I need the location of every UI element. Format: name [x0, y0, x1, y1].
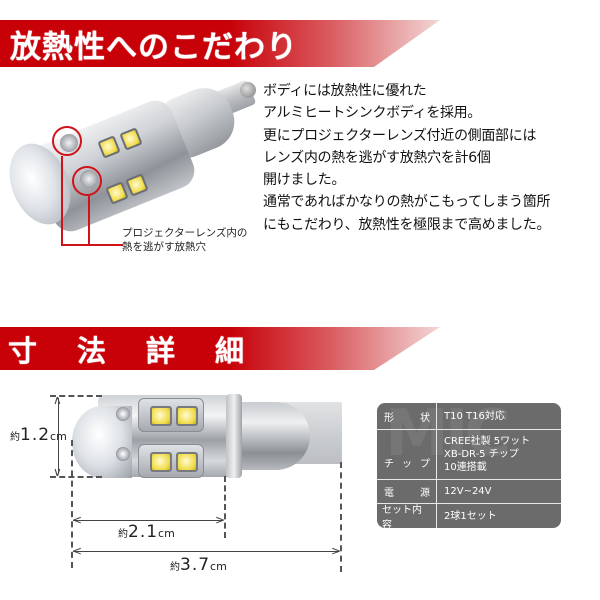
led-chip	[176, 406, 198, 426]
spec-row-chip: チ ッ プ CREE社製 5ワット XB-DR-5 チップ 10連搭載	[377, 430, 561, 480]
spec-key: 電 源	[377, 480, 437, 503]
arrow-left-icon: <	[72, 544, 83, 558]
dimension-guide	[224, 476, 226, 538]
spec-key-char: 電	[384, 488, 394, 499]
vent-hole-callout: プロジェクターレンズ内の 熱を逃がす放熱穴	[122, 226, 247, 254]
spec-key-char: チ	[384, 459, 394, 470]
description-line: ボディには放熱性に優れた	[263, 83, 427, 99]
spec-row-shape: 形 状 T10 T16対応	[377, 403, 561, 430]
description-line: にもこだわり、放熱性を極限まで高めました。	[263, 216, 551, 233]
spec-key-char: 形	[384, 412, 394, 424]
spec-key-char: ッ	[402, 459, 412, 470]
body-length-dimension-line	[73, 520, 223, 521]
spec-key-char: 状	[420, 412, 430, 424]
led-chip	[150, 406, 172, 426]
spec-value-line: 12V~24V	[444, 486, 492, 497]
spec-row-power: 電 源 12V~24V	[377, 480, 561, 504]
dimension-value: 2.1	[128, 522, 159, 542]
dimension-value: 3.7	[180, 555, 211, 575]
spec-key-char: セット内容	[382, 505, 422, 528]
dimension-unit: cm	[158, 527, 175, 540]
arrow-right-icon: >	[331, 544, 342, 558]
led-chip	[176, 452, 198, 472]
arrow-right-icon: >	[215, 513, 226, 527]
spec-key-char: 源	[420, 488, 430, 499]
heat-vent-hole	[116, 407, 130, 421]
approx-prefix: 約	[170, 562, 180, 573]
arrow-down-icon: ∨	[53, 465, 62, 479]
led-bulb-photo-angled	[0, 72, 258, 247]
section-header-dimensions: 寸法詳細	[0, 327, 440, 370]
arrow-up-icon: ∧	[53, 393, 62, 407]
bulb-collar	[226, 394, 242, 478]
spec-key: セット内容	[377, 504, 437, 528]
callout-line-2: 熱を逃がす放熱穴	[122, 241, 206, 253]
section-title: 寸法詳細	[8, 333, 285, 368]
approx-prefix: 約	[118, 529, 128, 540]
dimension-guide	[340, 462, 342, 572]
spec-value-line: T10 T16対応	[444, 410, 505, 422]
callout-line	[88, 196, 90, 246]
dimension-value: 1.2	[20, 425, 51, 445]
spec-row-set-contents: セット内容 2球1セット	[377, 504, 561, 528]
total-length-dimension-line	[73, 551, 339, 552]
description-line: 開けました。	[263, 172, 346, 189]
spec-key: チ ッ プ	[377, 430, 437, 479]
watermark: MIC	[385, 403, 511, 471]
spec-value-line: 10連搭載	[444, 462, 487, 473]
spec-value: CREE社製 5ワット XB-DR-5 チップ 10連搭載	[437, 430, 561, 479]
highlight-circle	[52, 126, 82, 156]
callout-line-1: プロジェクターレンズ内の	[122, 227, 248, 239]
heat-description: ボディには放熱性に優れた アルミヒートシンクボディを採用。 更にプロジェクターレ…	[263, 80, 550, 236]
approx-prefix: 約	[10, 432, 20, 443]
section-title: 放熱性へのこだわり	[10, 29, 298, 65]
callout-line	[61, 156, 63, 246]
spec-value-line: XB-DR-5 チップ	[444, 449, 519, 460]
height-dimension-label: 約 1.2 cm	[10, 425, 67, 445]
description-line: 通常であればかなりの熱がこもってしまう箇所	[263, 194, 551, 211]
height-dimension-line	[58, 398, 59, 474]
spec-value-line: 2球1セット	[444, 510, 497, 522]
bullet-icon	[240, 82, 256, 98]
dimension-guide	[50, 476, 102, 478]
spec-value: 12V~24V	[437, 480, 561, 503]
section-header-heat-dissipation: 放熱性へのこだわり	[0, 20, 440, 67]
description-line: アルミヒートシンクボディを採用。	[263, 105, 482, 122]
spec-value: T10 T16対応	[437, 403, 561, 429]
spec-value-line: CREE社製 5ワット	[444, 436, 531, 447]
dimension-unit: cm	[50, 430, 67, 443]
callout-line	[61, 244, 123, 246]
dimension-guide	[71, 440, 73, 568]
description-line: レンズ内の熱を逃がす放熱穴を計6個	[263, 149, 491, 166]
spec-key-char: プ	[420, 459, 430, 470]
total-length-dimension-label: 約 3.7 cm	[170, 555, 227, 575]
arrow-left-icon: <	[72, 513, 83, 527]
dimension-unit: cm	[210, 560, 227, 573]
dimension-guide	[50, 395, 102, 397]
bulb-neck	[240, 402, 310, 470]
description-line: 更にプロジェクターレンズ付近の側面部には	[263, 127, 537, 144]
spec-key: 形 状	[377, 403, 437, 429]
spec-value: 2球1セット	[437, 504, 561, 528]
spec-table: MIC 形 状 T10 T16対応 チ ッ プ CREE社製 5ワット XB-D…	[377, 403, 561, 528]
led-chip	[150, 452, 172, 472]
highlight-circle	[72, 166, 102, 196]
led-bulb-photo-side: ∧ ∨ < > < >	[0, 380, 380, 600]
heat-vent-hole	[116, 447, 130, 461]
body-length-dimension-label: 約 2.1 cm	[118, 522, 175, 542]
